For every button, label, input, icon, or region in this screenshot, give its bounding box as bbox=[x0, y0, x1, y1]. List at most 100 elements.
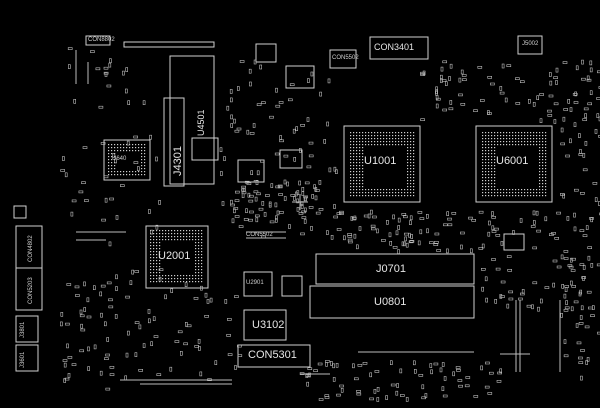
smd-component bbox=[435, 97, 441, 101]
bga-pad bbox=[497, 135, 499, 137]
label-u0801[interactable]: U0801 bbox=[374, 296, 407, 308]
smd-component bbox=[207, 378, 212, 382]
label-u2001[interactable]: U2001 bbox=[158, 250, 191, 262]
smd-component bbox=[569, 280, 573, 286]
bga-pad bbox=[491, 183, 493, 185]
bga-pad bbox=[407, 189, 409, 191]
label-u2901[interactable]: U2901 bbox=[246, 280, 264, 286]
smd-component bbox=[403, 232, 409, 236]
label-con4802[interactable]: CON4802 bbox=[28, 235, 34, 262]
bga-pad bbox=[120, 147, 122, 149]
smd-component bbox=[248, 199, 254, 203]
label-j0701[interactable]: J0701 bbox=[376, 263, 406, 275]
bga-pad bbox=[413, 156, 415, 158]
smd-component bbox=[304, 207, 307, 213]
label-con5502b[interactable]: CON5502 bbox=[246, 232, 273, 238]
label-j5002[interactable]: J5002 bbox=[522, 41, 539, 47]
label-u4501[interactable]: U4501 bbox=[196, 109, 206, 136]
bga-pad bbox=[114, 144, 116, 146]
bga-pad bbox=[374, 132, 376, 134]
bga-pad bbox=[518, 138, 520, 140]
bga-pad bbox=[368, 135, 370, 137]
bga-pad bbox=[171, 278, 173, 280]
bga-pad bbox=[410, 171, 412, 173]
bga-pad bbox=[542, 165, 544, 167]
bga-pad bbox=[530, 135, 532, 137]
smd-component bbox=[456, 368, 461, 372]
smd-component bbox=[575, 65, 579, 71]
bga-pad bbox=[201, 248, 203, 250]
smd-component bbox=[278, 193, 283, 196]
bga-pad bbox=[353, 147, 355, 149]
bga-pad bbox=[536, 189, 538, 191]
label-con5502[interactable]: CON5502 bbox=[332, 55, 359, 61]
bga-pad bbox=[521, 189, 523, 191]
smd-component bbox=[249, 194, 254, 198]
label-con5301[interactable]: CON5301 bbox=[248, 349, 297, 361]
smd-component bbox=[83, 307, 86, 312]
bga-pad bbox=[159, 257, 161, 259]
smd-component bbox=[484, 276, 488, 282]
smd-component bbox=[336, 393, 341, 397]
bga-pad bbox=[150, 251, 152, 253]
smd-component bbox=[526, 304, 532, 308]
bga-pad bbox=[111, 159, 113, 161]
label-j4301[interactable]: J4301 bbox=[172, 146, 184, 176]
bga-pad bbox=[374, 192, 376, 194]
bga-pad bbox=[365, 141, 367, 143]
smd-component bbox=[259, 159, 265, 163]
bga-pad bbox=[542, 144, 544, 146]
smd-component bbox=[547, 114, 553, 117]
bga-pad bbox=[362, 174, 364, 176]
smd-component bbox=[578, 133, 581, 138]
bga-pad bbox=[195, 242, 197, 244]
bga-pad bbox=[530, 141, 532, 143]
smd-component bbox=[586, 75, 590, 81]
smd-component bbox=[79, 314, 85, 318]
bga-pad bbox=[410, 183, 412, 185]
bga-pad bbox=[530, 195, 532, 197]
bga-pad bbox=[512, 192, 514, 194]
label-u640[interactable]: U640 bbox=[112, 156, 127, 162]
smd-component bbox=[589, 90, 593, 95]
bga-pad bbox=[386, 132, 388, 134]
bga-pad bbox=[177, 281, 179, 283]
bga-pad bbox=[545, 150, 547, 152]
smd-component bbox=[95, 67, 101, 71]
smd-component bbox=[556, 211, 561, 215]
bga-pad bbox=[494, 138, 496, 140]
smd-component bbox=[465, 376, 471, 379]
label-con3401[interactable]: CON3401 bbox=[374, 42, 415, 52]
label-j3601[interactable]: J3601 bbox=[20, 351, 26, 368]
smd-component bbox=[567, 264, 573, 267]
label-u6001[interactable]: U6001 bbox=[496, 155, 529, 167]
bga-pad bbox=[413, 186, 415, 188]
bga-pad bbox=[132, 150, 134, 152]
bga-pad bbox=[108, 147, 110, 149]
smd-component bbox=[71, 363, 77, 366]
bga-pad bbox=[410, 135, 412, 137]
bga-pad bbox=[410, 153, 412, 155]
smd-component bbox=[562, 61, 568, 64]
label-u3102[interactable]: U3102 bbox=[252, 319, 285, 331]
label-con8802[interactable]: CON8802 bbox=[88, 37, 115, 43]
smd-component bbox=[544, 216, 548, 222]
smd-component bbox=[462, 78, 467, 81]
smd-component bbox=[248, 218, 253, 222]
bga-pad bbox=[374, 138, 376, 140]
bga-pad bbox=[500, 132, 502, 134]
bga-pad bbox=[168, 281, 170, 283]
bga-pad bbox=[395, 144, 397, 146]
smd-component bbox=[106, 337, 109, 342]
label-con5203[interactable]: CON5203 bbox=[28, 277, 34, 304]
bga-pad bbox=[192, 239, 194, 241]
bga-pad bbox=[530, 192, 532, 194]
label-u1001[interactable]: U1001 bbox=[364, 155, 397, 167]
bga-pad bbox=[491, 144, 493, 146]
label-j3801[interactable]: J3801 bbox=[20, 321, 26, 338]
bga-pad bbox=[177, 233, 179, 235]
smd-component bbox=[573, 300, 579, 304]
bga-pad bbox=[111, 153, 113, 155]
bga-pad bbox=[156, 281, 158, 283]
bga-pad bbox=[123, 174, 125, 176]
